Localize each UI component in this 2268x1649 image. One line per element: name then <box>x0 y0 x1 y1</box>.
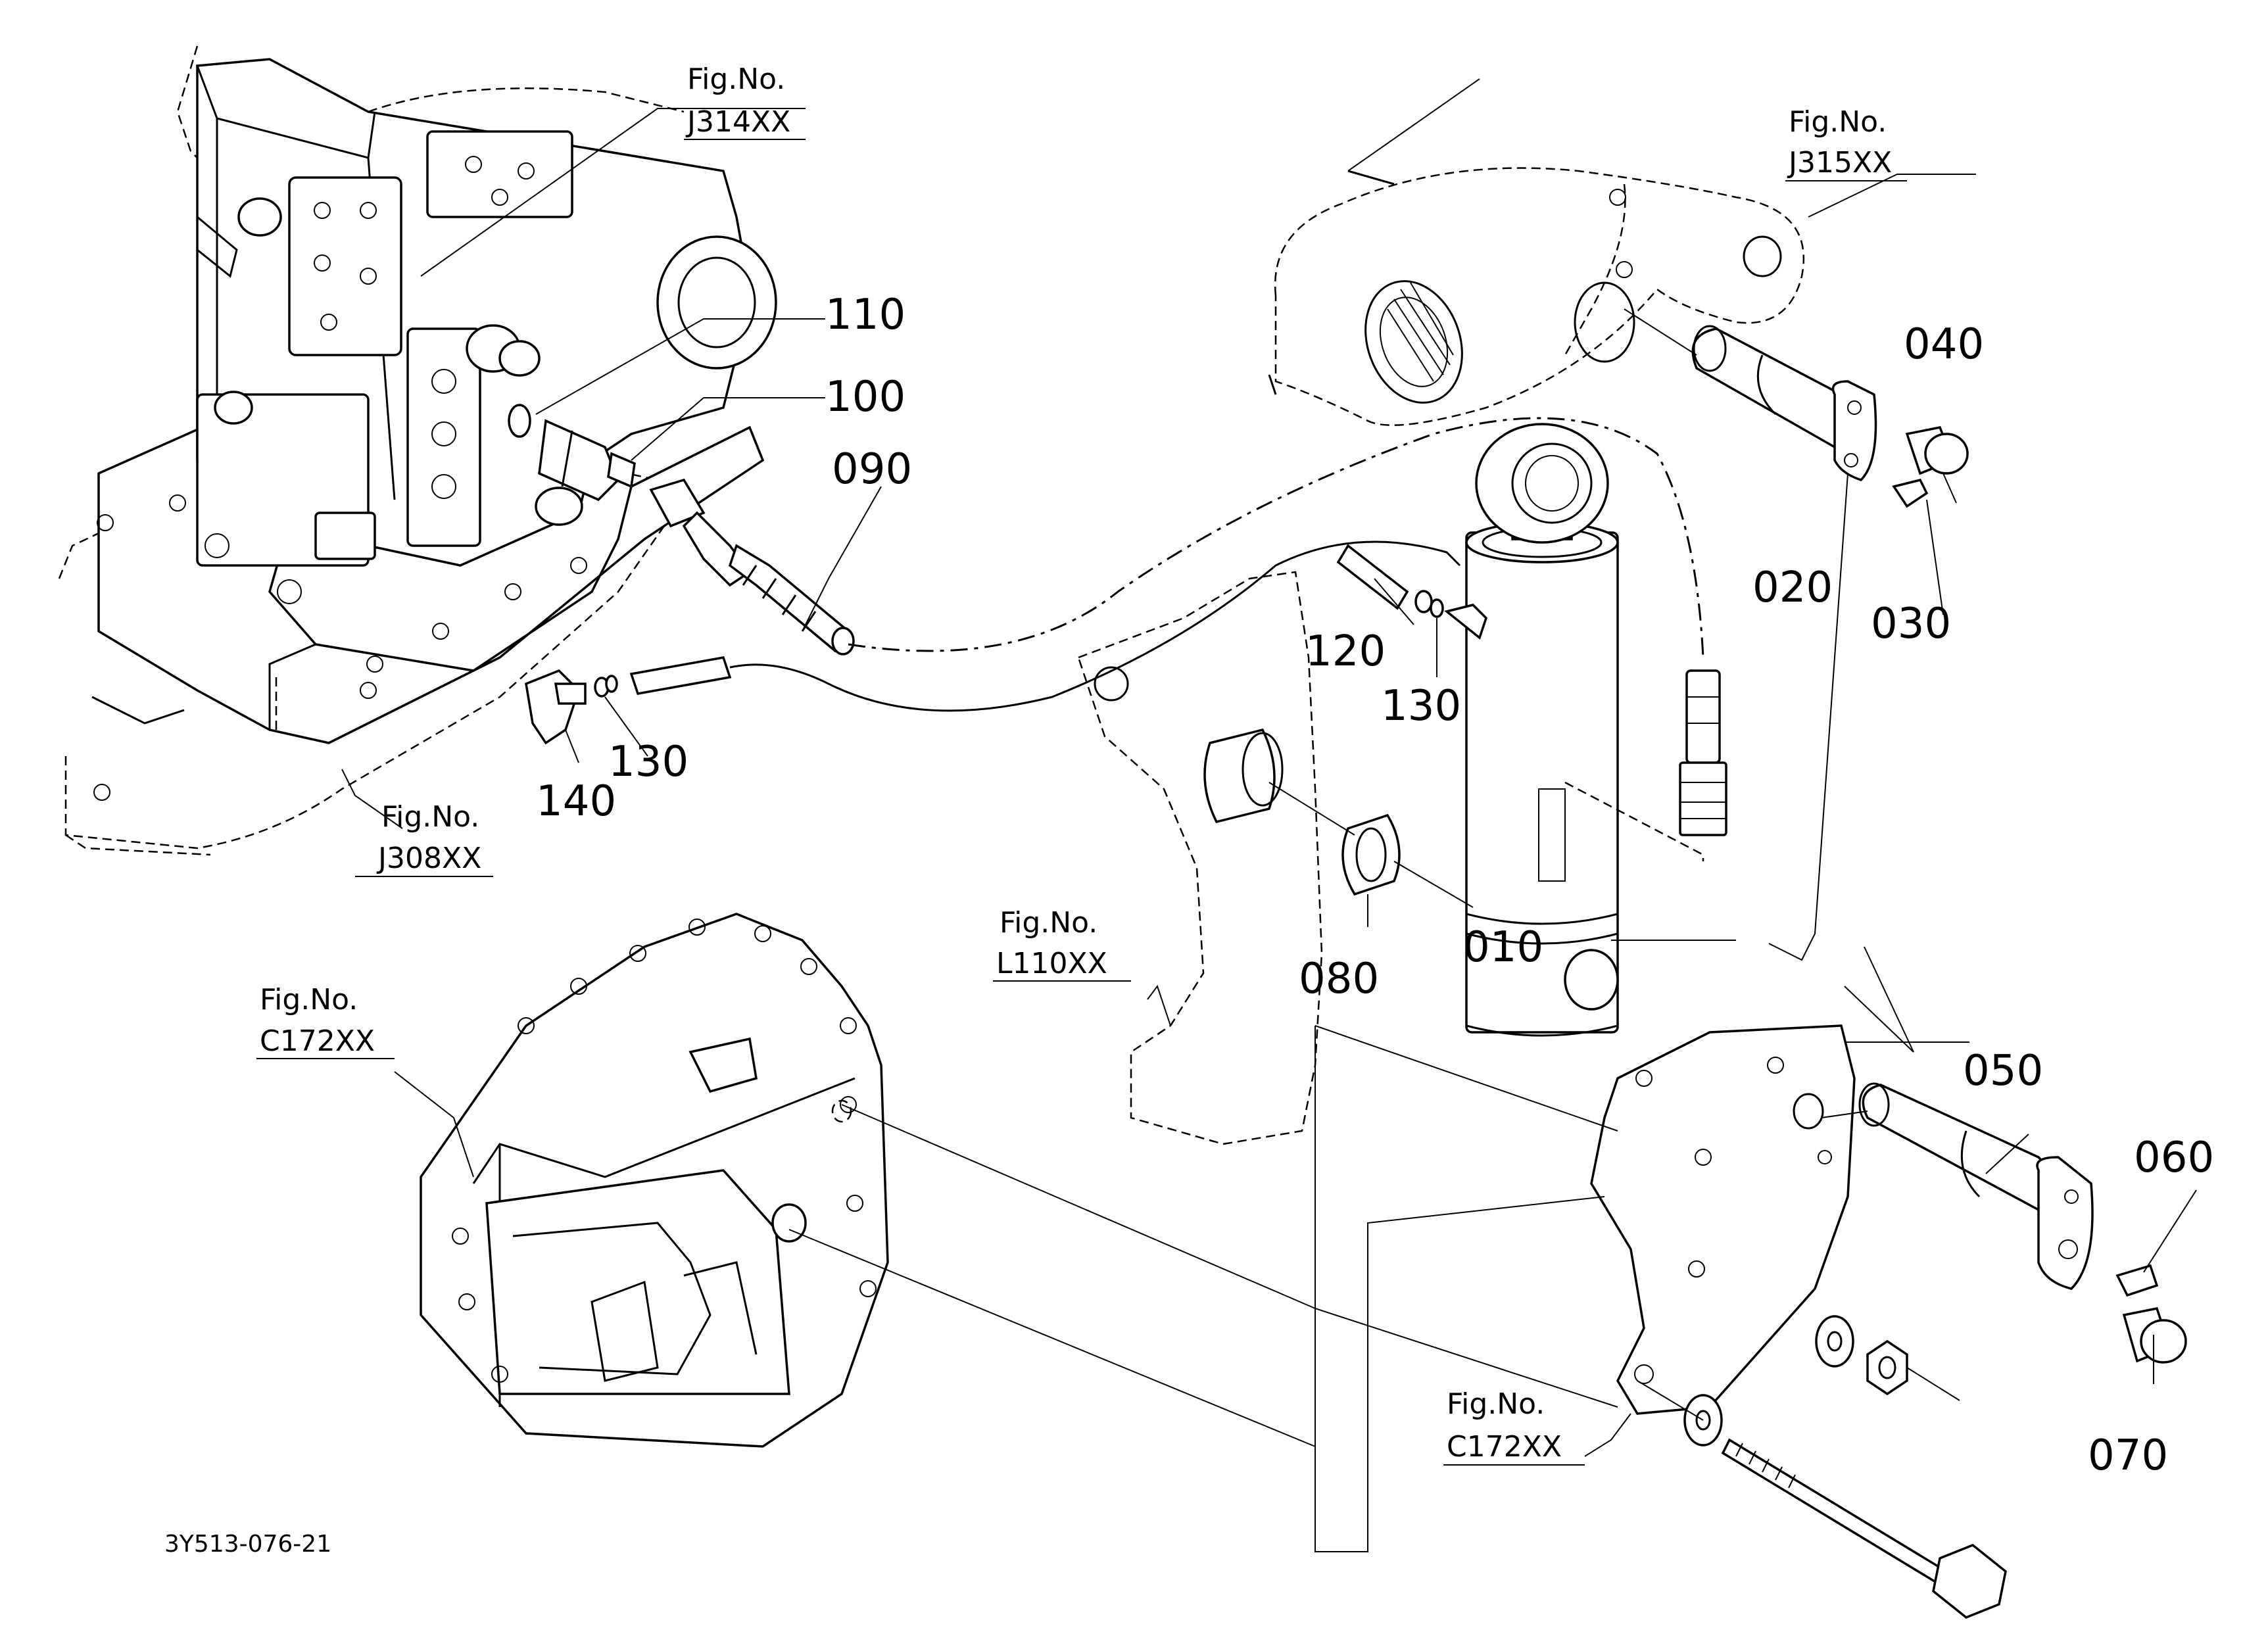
figref-j314-prefix: Fig.No. <box>687 62 785 96</box>
figref-j315-prefix: Fig.No. <box>1789 105 1887 139</box>
lift-arm-outline <box>1268 78 1805 426</box>
figref-l110-code: L110XX <box>996 947 1107 980</box>
part-030-grease-nipple <box>1892 478 1929 508</box>
mounting-plate <box>1590 1024 1856 1415</box>
assembly-line-frame-top <box>1315 1025 1618 1132</box>
transmission-case <box>420 913 889 1448</box>
label-130-lower: 130 <box>608 738 688 786</box>
return-hose-fitting <box>1679 669 1727 836</box>
part-080-bushing <box>1341 813 1401 896</box>
part-070-bolt <box>2122 1306 2187 1364</box>
lock-washer-a <box>1815 1315 1854 1368</box>
assembly-line-frame <box>1315 1026 1605 1552</box>
part-100-adaptor <box>538 419 636 502</box>
part-090-hose <box>649 417 1704 658</box>
long-bolt <box>1721 1438 2007 1619</box>
figref-c172-right-code: C172XX <box>1447 1430 1562 1464</box>
part-130-hose-clamp-b <box>1414 590 1444 618</box>
label-080: 080 <box>1299 955 1379 1003</box>
part-140-elbow-fitting <box>525 669 587 745</box>
bracket-l110-outline <box>1077 571 1323 1145</box>
part-110-o-ring <box>508 404 531 438</box>
hydraulic-valve-block <box>58 45 777 856</box>
bushing-left <box>1203 728 1284 824</box>
figref-c172-left-code: C172XX <box>260 1024 375 1058</box>
figref-j308-prefix: Fig.No. <box>381 800 479 834</box>
assembly-line-lower <box>788 1229 1316 1447</box>
label-090: 090 <box>832 445 912 494</box>
label-030: 030 <box>1871 600 1951 648</box>
part-060-grease-nipple <box>2115 1264 2159 1297</box>
label-110: 110 <box>825 291 905 339</box>
label-120: 120 <box>1305 627 1386 676</box>
figref-c172-left: Fig.No. C172XX <box>256 983 395 1059</box>
drawing-code: 3Y513-076-21 <box>164 1531 331 1558</box>
label-020: 020 <box>1752 563 1833 612</box>
figref-j314: Fig.No. J314XX <box>684 62 806 140</box>
part-050-pin <box>1821 1082 2094 1290</box>
figref-l110-prefix: Fig.No. <box>1000 906 1098 940</box>
figref-c172-right-prefix: Fig.No. <box>1447 1387 1545 1421</box>
part-120-hose-a <box>629 540 1461 712</box>
figref-l110: Fig.No. L110XX <box>993 906 1131 982</box>
label-010: 010 <box>1463 923 1543 972</box>
assembly-line-upper <box>841 1104 1618 1408</box>
label-130-upper: 130 <box>1381 682 1461 730</box>
figref-j315-code: J315XX <box>1787 146 1892 179</box>
label-100: 100 <box>825 373 905 421</box>
part-020-pin <box>1624 308 1877 482</box>
figref-j308-code: J308XX <box>376 842 481 875</box>
figref-j314-code: J314XX <box>685 105 790 139</box>
label-050: 050 <box>1963 1047 2043 1095</box>
figref-c172-left-prefix: Fig.No. <box>260 983 358 1016</box>
label-060: 060 <box>2134 1134 2214 1182</box>
part-130-hose-clamp-a <box>594 675 618 698</box>
label-070: 070 <box>2088 1431 2168 1480</box>
label-040: 040 <box>1904 320 1984 369</box>
part-040-bolt <box>1905 425 1969 475</box>
leader-lines <box>341 108 2197 1457</box>
label-140: 140 <box>536 777 616 826</box>
figure-reference-labels: Fig.No. J314XX Fig.No. J315XX Fig.No. J3… <box>256 62 1907 1466</box>
part-number-labels: 010 020 030 040 050 060 070 080 090 100 … <box>536 291 2214 1480</box>
figref-j315: Fig.No. J315XX <box>1785 105 1907 181</box>
part-010-hydraulic-cylinder <box>1465 423 1704 1037</box>
figref-j308: Fig.No. J308XX <box>355 800 493 877</box>
cylinder-elbow-fitting <box>1444 604 1488 640</box>
hex-nut <box>1866 1339 1908 1396</box>
part-120-hose-b <box>1336 544 1409 610</box>
figref-c172-right: Fig.No. C172XX <box>1443 1387 1585 1466</box>
